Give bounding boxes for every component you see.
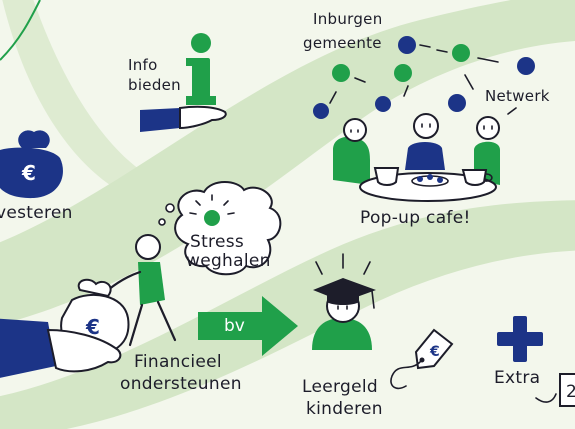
cafe-table (359, 167, 497, 202)
graduation-cap-icon (313, 278, 376, 309)
stress-dot (204, 210, 220, 226)
person-left (333, 118, 370, 185)
inburgen-label-line1: Inburgen (313, 10, 383, 28)
euro-symbol-bag: € (85, 315, 100, 339)
investeren-label: vesteren (0, 203, 73, 223)
plus-icon (497, 316, 543, 362)
graduate-person (312, 278, 376, 350)
money-bag-icon: € (0, 130, 63, 199)
financieel-label-line2: ondersteunen (120, 374, 242, 394)
inburgen-label-line2: gemeente (303, 34, 382, 52)
info-bieden-group: Info bieden (128, 33, 227, 132)
popup-cafe-label: Pop-up cafe! (360, 208, 471, 228)
info-hand (140, 105, 227, 132)
support-hand (0, 318, 122, 378)
bv-label: bv (224, 316, 245, 336)
network-group: Inburgen gemeente Netwerk (303, 10, 550, 228)
network-dots (313, 36, 535, 119)
leergeld-label-line1: Leergeld (302, 377, 378, 397)
price-tag-icon: € (390, 328, 454, 390)
partial-box-text: 2 (566, 382, 575, 402)
info-icon (186, 33, 216, 105)
partial-box (559, 373, 575, 407)
euro-symbol-tag: € (429, 344, 440, 360)
financieel-group: € Financieel ondersteunen (0, 234, 242, 394)
netwerk-label: Netwerk (485, 87, 550, 105)
investeren-group: € vesteren (0, 130, 73, 223)
euro-symbol-left: € (21, 161, 36, 185)
arrow-icon: bv (198, 296, 298, 356)
stress-label-line1: Stress (190, 232, 244, 252)
thought-cloud (174, 181, 282, 276)
stress-label-line2: weghalen (186, 251, 271, 271)
info-label-line1: Info (128, 56, 158, 74)
financieel-label-line1: Financieel (134, 352, 222, 372)
walking-person (106, 234, 177, 347)
stress-group: Stress weghalen (158, 181, 282, 276)
leergeld-group: Leergeld kinderen € (302, 253, 454, 419)
leergeld-label-line2: kinderen (306, 399, 383, 419)
extra-label: Extra (494, 368, 540, 388)
info-label-line2: bieden (128, 76, 181, 94)
extra-group: Extra 2 (494, 316, 575, 407)
person-middle (405, 113, 445, 170)
